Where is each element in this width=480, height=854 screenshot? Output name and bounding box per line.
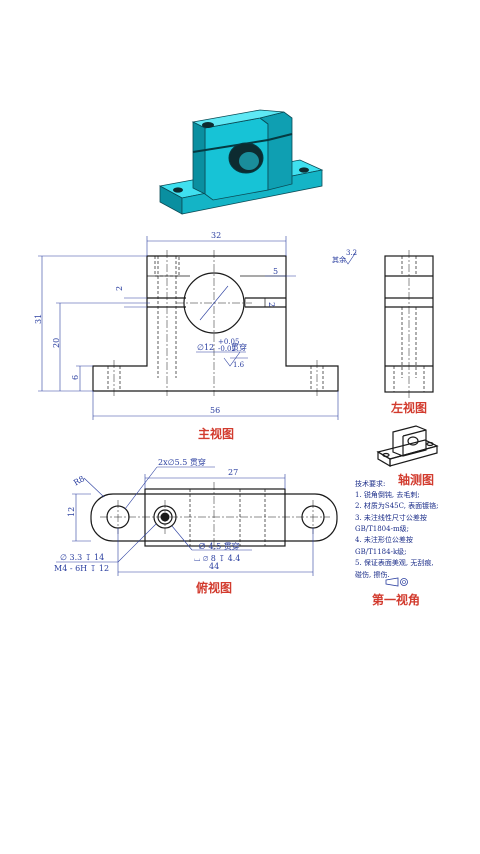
dim-12-tol-upper: +0.05 bbox=[218, 338, 239, 346]
dim-counterbore: ⌴ ∅ 8 ↧ 4.4 bbox=[194, 554, 240, 563]
dim-2-right: 2 bbox=[267, 302, 276, 307]
note-line-5: 4. 未注形位公差按 bbox=[355, 535, 413, 544]
note-line-7: 5. 保证表面美观, 无刮痕, bbox=[355, 558, 434, 567]
dim-27: 27 bbox=[228, 468, 238, 477]
dim-thread-m4: M4 - 6H ↧ 12 bbox=[54, 564, 109, 573]
dim-12-top: 12 bbox=[67, 507, 76, 517]
note-line-0: 技术要求: bbox=[355, 479, 385, 488]
dim-5: 5 bbox=[273, 267, 278, 276]
dim-through: 贯穿 bbox=[231, 342, 247, 352]
roughness-other-label: 其余 bbox=[332, 255, 346, 264]
note-line-3: 3. 未注线性尺寸公差按 bbox=[355, 513, 427, 522]
dim-r8: R8 bbox=[72, 474, 86, 487]
first-angle-symbol-icon bbox=[385, 577, 408, 587]
isometric-render bbox=[158, 109, 324, 215]
note-line-6: GB/T1184-k级; bbox=[355, 547, 407, 556]
dim-56: 56 bbox=[210, 406, 220, 415]
dim-12-bore: ∅12 bbox=[197, 343, 214, 352]
left-view bbox=[384, 250, 434, 398]
dim-2-left: 2 bbox=[115, 286, 124, 291]
dim-12-tol-lower: -0.02 bbox=[218, 345, 236, 353]
dim-6: 6 bbox=[71, 375, 80, 380]
dim-holes-2x: 2x∅5.5 贯穿 bbox=[158, 457, 206, 467]
front-view: 32 5 2 2 31 20 6 56 ∅12 +0.05 -0.02 贯穿 bbox=[34, 231, 357, 420]
top-view-label: 俯视图 bbox=[196, 580, 232, 595]
note-line-1: 1. 锐角倒钝, 去毛刺; bbox=[355, 490, 420, 499]
dim-drill-33: ∅ 3.3 ↧ 14 bbox=[60, 553, 104, 562]
dim-31: 31 bbox=[34, 314, 43, 324]
dim-20: 20 bbox=[52, 338, 61, 348]
roughness-value: 1.6 bbox=[233, 361, 245, 369]
first-angle-label: 第一视角 bbox=[372, 592, 420, 607]
roughness-other-value: 3.2 bbox=[346, 249, 357, 257]
axonometric-label: 轴测图 bbox=[398, 472, 434, 487]
dim-hole-45: ∅ 4.5 贯穿 bbox=[198, 541, 240, 551]
dim-32: 32 bbox=[211, 231, 221, 240]
left-view-label: 左视图 bbox=[390, 400, 427, 415]
note-line-4: GB/T1804-m级; bbox=[355, 524, 409, 533]
note-line-8: 碰伤, 擦伤. bbox=[355, 570, 390, 579]
note-line-2: 2. 材质为S45C, 表面镀铬; bbox=[355, 501, 439, 510]
axonometric-sketch bbox=[376, 425, 439, 468]
top-view: 2x∅5.5 贯穿 R8 27 12 44 ∅ 4.5 贯穿 ⌴ ∅ 8 ↧ 4… bbox=[54, 457, 338, 576]
front-view-label: 主视图 bbox=[198, 426, 234, 441]
dim-44: 44 bbox=[209, 562, 219, 571]
technical-requirements: 技术要求: 1. 锐角倒钝, 去毛刺; 2. 材质为S45C, 表面镀铬; 3.… bbox=[355, 479, 439, 579]
